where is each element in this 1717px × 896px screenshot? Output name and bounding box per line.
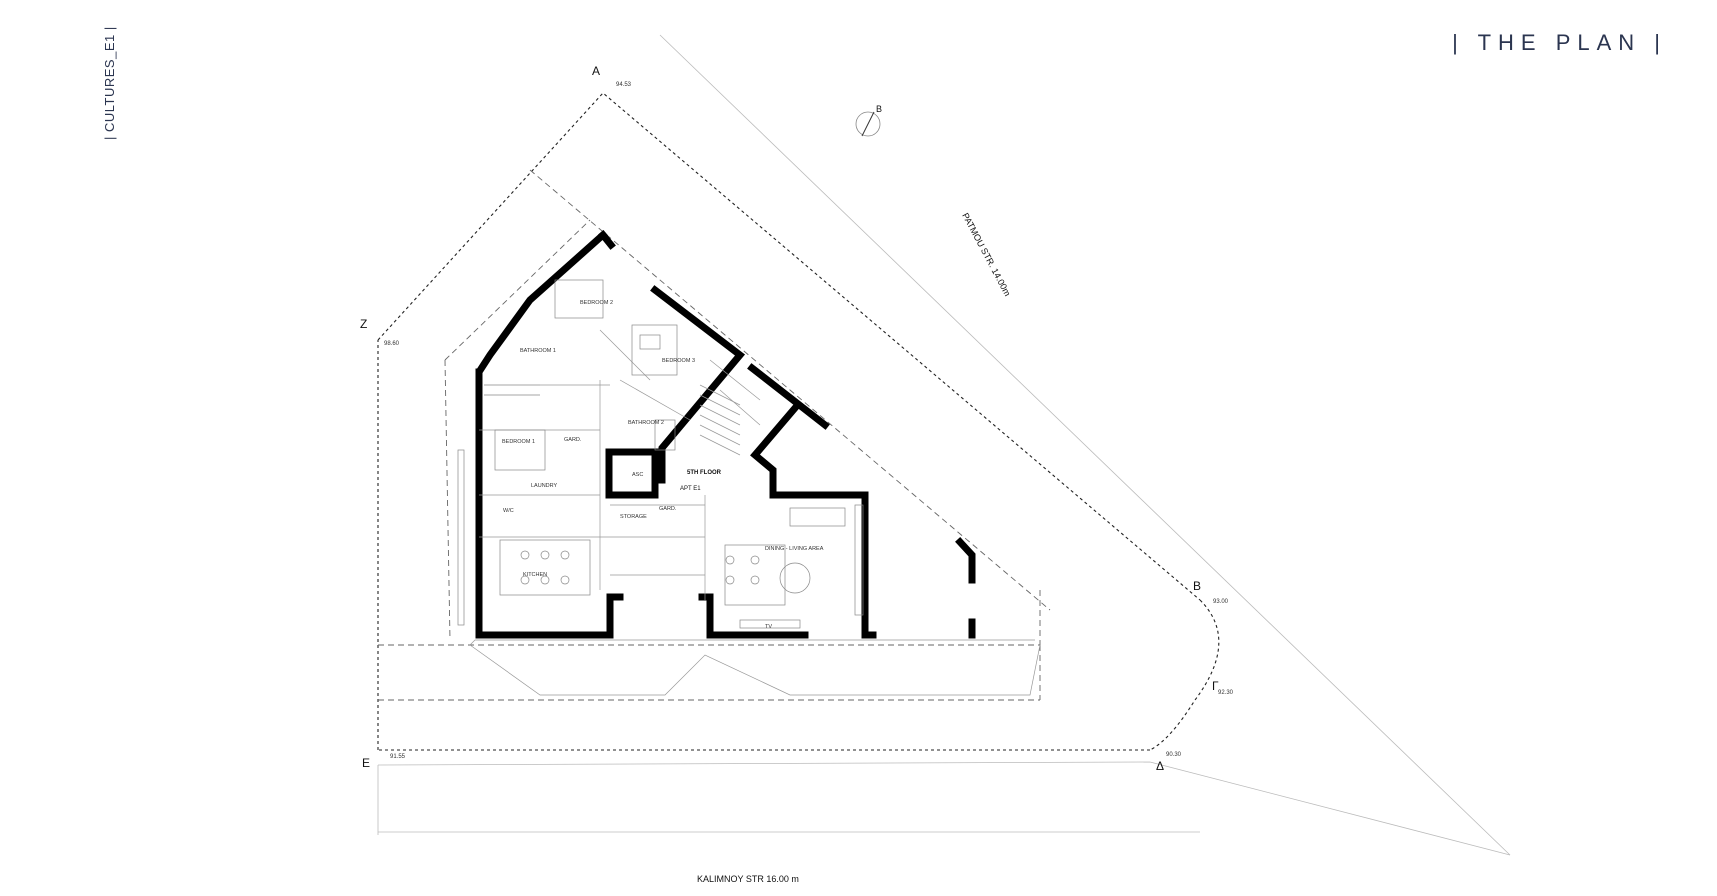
room-bathroom-1: BATHROOM 1 — [520, 348, 556, 354]
north-arrow-label: B — [876, 104, 882, 114]
room-storage: STORAGE — [620, 514, 647, 520]
room-bedroom-2: BEDROOM 2 — [580, 300, 613, 306]
stairs — [699, 384, 741, 456]
north-arrow: B — [855, 104, 882, 137]
page-title: | THE PLAN | — [1452, 30, 1667, 55]
corner-d-label: Δ — [1156, 759, 1164, 773]
corner-e-elevation: 91.55 — [390, 754, 406, 760]
room-tv: TV — [765, 624, 772, 630]
room-dining-living: DINING - LIVING AREA — [765, 546, 824, 552]
corner-z-elevation: 98.60 — [384, 341, 400, 347]
room-gard-1: GARD. — [564, 437, 582, 443]
corner-z-label: Z — [360, 317, 367, 331]
room-kitchen: KITCHEN — [523, 572, 547, 578]
room-gard-2: GARD. — [659, 506, 677, 512]
room-asc: ASC — [632, 472, 643, 478]
apartment-label: APT E1 — [680, 486, 701, 492]
interior-partitions — [479, 329, 761, 600]
room-bedroom-3: BEDROOM 3 — [662, 358, 695, 364]
corner-d-elevation: 90.30 — [1166, 752, 1182, 758]
balcony-outline — [469, 644, 1041, 696]
room-bedroom-1: BEDROOM 1 — [502, 439, 535, 445]
corner-e-label: E — [362, 756, 370, 770]
street-patmou: PATMOU STR. 14.00m — [960, 211, 1012, 298]
corner-g-label: Γ — [1212, 679, 1219, 693]
room-wc: W/C — [503, 508, 514, 514]
room-bathroom-2: BATHROOM 2 — [628, 420, 664, 426]
corner-a-label: A — [592, 64, 600, 78]
corner-b-label: B — [1193, 579, 1201, 593]
furniture — [457, 279, 864, 629]
floor-label: 5TH FLOOR — [687, 470, 722, 476]
corner-b-elevation: 93.00 — [1213, 599, 1229, 605]
exterior-walls — [475, 230, 976, 639]
plot-boundary — [377, 92, 1220, 751]
corner-g-elevation: 92.30 — [1218, 690, 1234, 696]
setback-lines — [378, 169, 1051, 701]
corner-a-elevation: 94.53 — [616, 82, 632, 88]
street-kalimnoy: KALIMNOY STR 16.00 m — [697, 874, 799, 884]
site-context-lines — [377, 34, 1511, 856]
room-laundry: LAUNDRY — [531, 483, 558, 489]
